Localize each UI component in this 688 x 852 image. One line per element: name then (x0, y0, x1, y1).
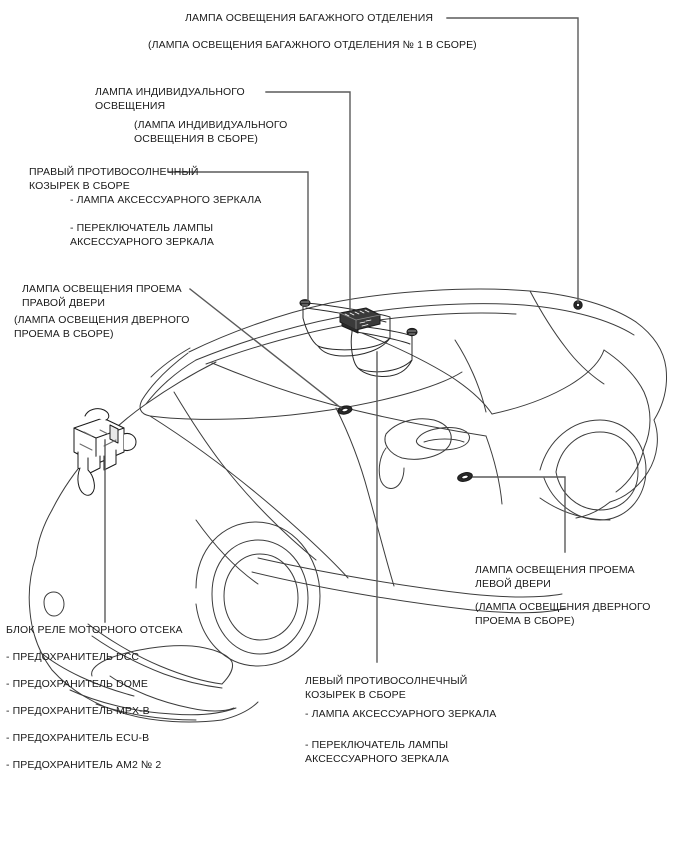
leader-right-visor (167, 171, 309, 301)
callout-right-door-lamp-assembly-2: ПРОЕМА В СБОРЕ) (14, 328, 114, 340)
callout-right-visor-item-switch-1: - ПЕРЕКЛЮЧАТЕЛЬ ЛАМПЫ (70, 222, 214, 234)
personal-lamp-unit (339, 307, 381, 334)
left-door-courtesy-lamp-marker (457, 472, 473, 482)
callout-right-door-lamp-title-2: ПРАВОЙ ДВЕРИ (22, 297, 106, 309)
engine-relay-block-fuse-item: - ПРЕДОХРАНИТЕЛЬ MPX-B (6, 705, 150, 717)
right-visor-mirror-lamp (299, 299, 311, 307)
callout-right-visor-item-mirror-lamp: - ЛАМПА АКСЕССУАРНОГО ЗЕРКАЛА (70, 194, 262, 206)
callout-engine-relay-block-title: БЛОК РЕЛЕ МОТОРНОГО ОТСЕКА (6, 624, 183, 636)
callout-left-visor-title-2: КОЗЫРЕК В СБОРЕ (305, 689, 406, 701)
callout-left-door-lamp-assembly-2: ПРОЕМА В СБОРЕ) (475, 615, 575, 627)
hood-and-fender (35, 391, 349, 585)
callout-personal-lamp-title-1: ЛАМПА ИНДИВИДУАЛЬНОГО (95, 86, 245, 98)
leader-personal-lamp (265, 91, 351, 311)
engine-relay-block-fuse-item: - ПРЕДОХРАНИТЕЛЬ DCC (6, 651, 140, 663)
engine-relay-block-fuse-item: - ПРЕДОХРАНИТЕЛЬ AM2 № 2 (6, 759, 162, 771)
callout-right-visor-item-switch-2: АКСЕССУАРНОГО ЗЕРКАЛА (70, 236, 215, 248)
leader-left-door-lamp (472, 476, 566, 553)
callout-left-door-lamp-title-2: ЛЕВОЙ ДВЕРИ (475, 578, 551, 590)
rear-body (539, 349, 658, 521)
callout-personal-lamp-assembly-1: (ЛАМПА ИНДИВИДУАЛЬНОГО (134, 119, 288, 131)
callout-luggage-lamp-assembly: (ЛАМПА ОСВЕЩЕНИЯ БАГАЖНОГО ОТДЕЛЕНИЯ № 1… (148, 39, 477, 51)
callout-left-visor-item-mirror-lamp: - ЛАМПА АКСЕССУАРНОГО ЗЕРКАЛА (305, 708, 497, 720)
callout-luggage-lamp-title: ЛАМПА ОСВЕЩЕНИЯ БАГАЖНОГО ОТДЕЛЕНИЯ (185, 12, 434, 24)
engine-relay-block-fuse-item: - ПРЕДОХРАНИТЕЛЬ DOME (6, 678, 148, 690)
callout-left-visor-item-switch-1: - ПЕРЕКЛЮЧАТЕЛЬ ЛАМПЫ (305, 739, 449, 751)
callout-right-door-lamp-title-1: ЛАМПА ОСВЕЩЕНИЯ ПРОЕМА (22, 283, 182, 295)
roof-and-glass (145, 288, 667, 421)
leader-lines (104, 17, 579, 663)
callout-left-visor-item-switch-2: АКСЕССУАРНОГО ЗЕРКАЛА (305, 753, 450, 765)
callout-right-visor-title-2: КОЗЫРЕК В СБОРЕ (29, 180, 130, 192)
left-visor-mirror-lamp (406, 327, 418, 337)
engine-relay-block (73, 408, 137, 496)
callout-right-door-lamp-assembly-1: (ЛАМПА ОСВЕЩЕНИЯ ДВЕРНОГО (14, 314, 190, 326)
callout-left-door-lamp-assembly-1: (ЛАМПА ОСВЕЩЕНИЯ ДВЕРНОГО (475, 601, 651, 613)
side-mirror (378, 418, 452, 489)
door-and-sill (251, 407, 567, 614)
callout-personal-lamp-title-2: ОСВЕЩЕНИЯ (95, 100, 166, 112)
windshield (139, 347, 463, 420)
leader-right-door-lamp (189, 288, 342, 409)
callout-left-visor-title-1: ЛЕВЫЙ ПРОТИВОСОЛНЕЧНЫЙ (305, 675, 468, 687)
engine-relay-block-fuse-item: - ПРЕДОХРАНИТЕЛЬ ECU-B (6, 732, 150, 744)
front-fascia (28, 555, 259, 723)
left-sun-visor (350, 325, 413, 377)
callout-right-visor-title-1: ПРАВЫЙ ПРОТИВОСОЛНЕЧНЫЙ (29, 166, 199, 178)
callout-left-door-lamp-title-1: ЛАМПА ОСВЕЩЕНИЯ ПРОЕМА (475, 564, 635, 576)
callout-personal-lamp-assembly-2: ОСВЕЩЕНИЯ В СБОРЕ) (134, 133, 258, 145)
leader-luggage-lamp (446, 17, 579, 303)
